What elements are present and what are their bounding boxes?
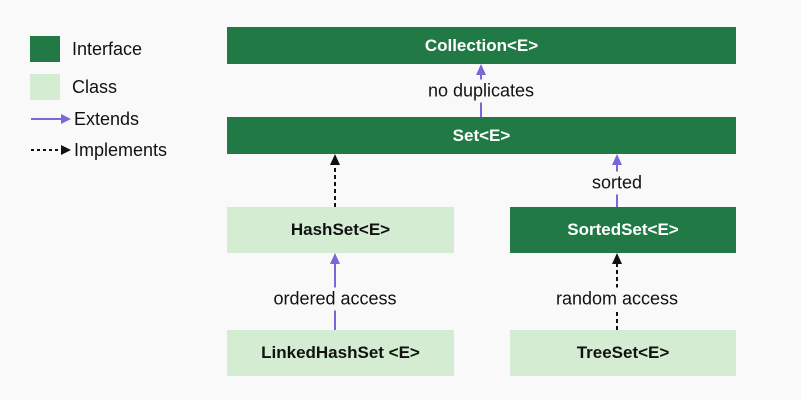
legend-interface-label: Interface <box>72 38 143 59</box>
legend-class: Class <box>30 72 117 102</box>
edge-label-random-access: random access <box>551 287 683 311</box>
legend-extends-label: Extends <box>74 108 140 129</box>
node-treeset: TreeSet<E> <box>510 330 736 376</box>
implements-edge-treeset-sortedset <box>612 253 622 330</box>
implements-edge-hashset-set <box>330 154 340 207</box>
class-swatch <box>30 74 60 100</box>
legend-class-label: Class <box>72 76 118 97</box>
legend-implements-label: Implements <box>74 139 168 160</box>
node-hashset: HashSet<E> <box>227 207 454 253</box>
legend-extends: Extends <box>30 104 139 134</box>
node-linkedhashset: LinkedHashSet <E> <box>227 330 454 376</box>
edge-label-no-duplicates: no duplicates <box>423 79 539 103</box>
extends-arrow-icon <box>31 114 71 124</box>
implements-arrow-icon <box>31 145 71 155</box>
node-set: Set<E> <box>227 117 736 154</box>
node-collection: Collection<E> <box>227 27 736 64</box>
edge-label-sorted: sorted <box>587 171 647 195</box>
legend-interface: Interface <box>30 34 142 64</box>
node-sortedset: SortedSet<E> <box>510 207 736 253</box>
edge-label-ordered-access: ordered access <box>269 287 401 311</box>
interface-swatch <box>30 36 60 62</box>
legend-implements: Implements <box>30 135 167 165</box>
